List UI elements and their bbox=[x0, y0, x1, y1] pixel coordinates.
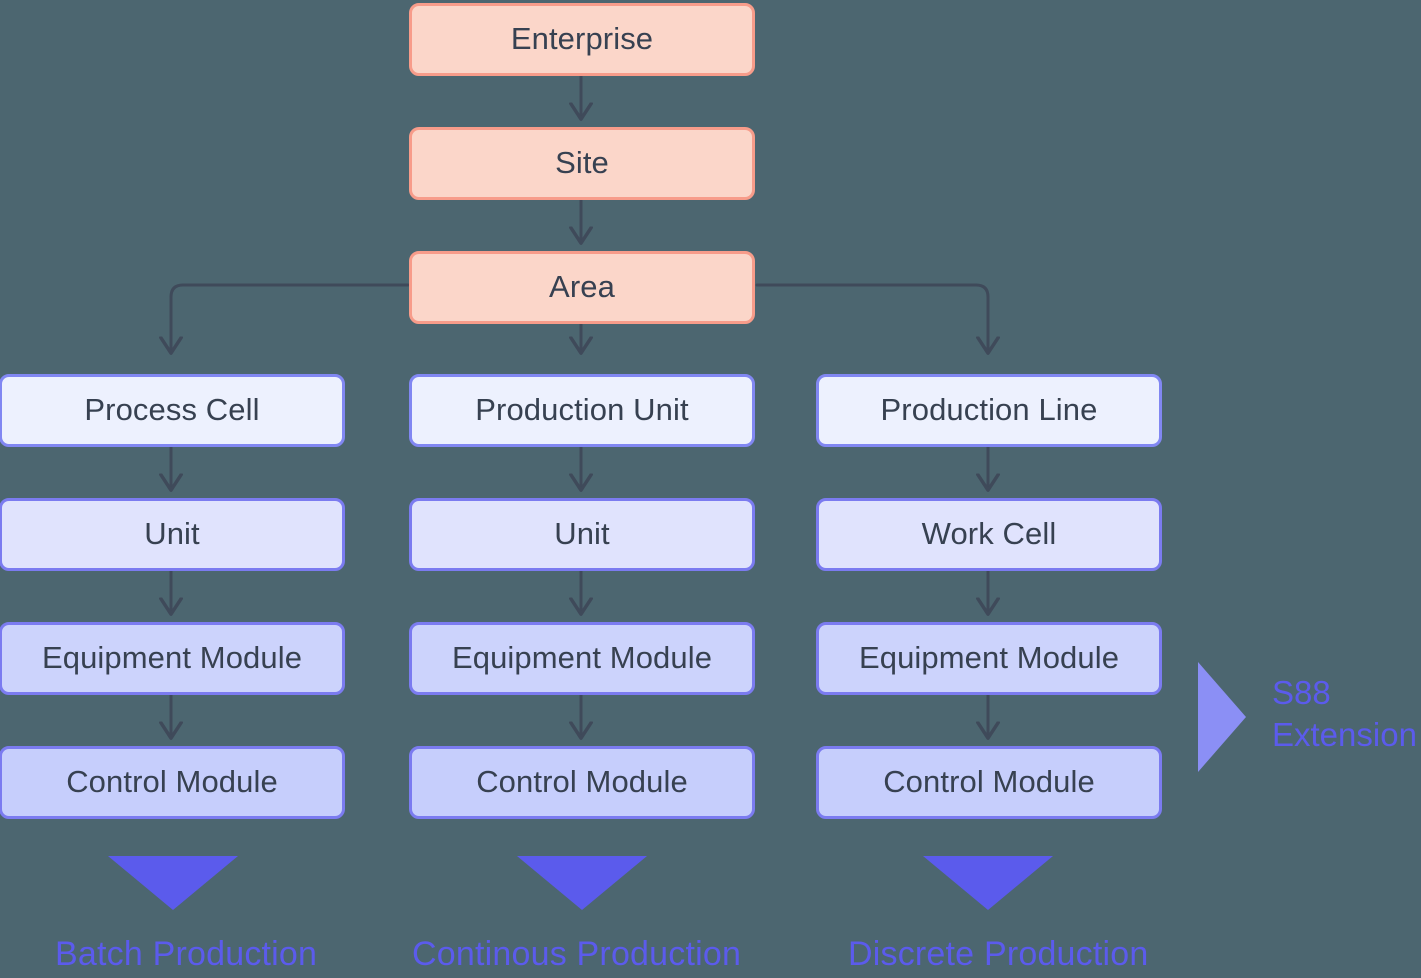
node-area[interactable]: Area bbox=[409, 251, 755, 324]
node-process-cell[interactable]: Process Cell bbox=[0, 374, 345, 447]
node-equipment-module-batch[interactable]: Equipment Module bbox=[0, 622, 345, 695]
node-unit-batch-label: Unit bbox=[144, 516, 200, 552]
caption-batch-production: Batch Production bbox=[55, 935, 318, 973]
funnel-arrow-discrete bbox=[923, 856, 1053, 910]
node-control-module-batch[interactable]: Control Module bbox=[0, 746, 345, 819]
node-equipment-module-batch-label: Equipment Module bbox=[41, 640, 303, 676]
caption-continous-production: Continous Production bbox=[412, 935, 742, 973]
node-enterprise[interactable]: Enterprise bbox=[409, 3, 755, 76]
node-work-cell-label: Work Cell bbox=[921, 516, 1057, 552]
node-work-cell[interactable]: Work Cell bbox=[816, 498, 1162, 571]
node-production-unit-label: Production Unit bbox=[475, 392, 689, 428]
node-site-label: Site bbox=[555, 145, 609, 181]
node-production-unit[interactable]: Production Unit bbox=[409, 374, 755, 447]
edge-area-process-cell bbox=[171, 283, 410, 352]
funnel-arrow-continous bbox=[517, 856, 647, 910]
s88-extension-label: S88 Extension bbox=[1272, 672, 1417, 756]
node-equipment-module-continous[interactable]: Equipment Module bbox=[409, 622, 755, 695]
s88-extension-line1: S88 bbox=[1272, 674, 1331, 711]
node-control-module-discrete[interactable]: Control Module bbox=[816, 746, 1162, 819]
node-unit-batch[interactable]: Unit bbox=[0, 498, 345, 571]
node-control-module-batch-label: Control Module bbox=[66, 764, 278, 800]
node-enterprise-label: Enterprise bbox=[510, 21, 654, 57]
node-production-line[interactable]: Production Line bbox=[816, 374, 1162, 447]
node-control-module-continous-label: Control Module bbox=[476, 764, 688, 800]
node-control-module-discrete-label: Control Module bbox=[883, 764, 1095, 800]
s88-extension-arrow-icon bbox=[1198, 662, 1246, 772]
funnel-arrow-batch bbox=[108, 856, 238, 910]
edge-area-production-line bbox=[755, 283, 988, 352]
node-production-line-label: Production Line bbox=[880, 392, 1098, 428]
node-process-cell-label: Process Cell bbox=[84, 392, 260, 428]
caption-discrete-production: Discrete Production bbox=[848, 935, 1149, 973]
node-equipment-module-continous-label: Equipment Module bbox=[451, 640, 713, 676]
node-unit-continous-label: Unit bbox=[554, 516, 610, 552]
node-area-label: Area bbox=[549, 269, 615, 305]
node-control-module-continous[interactable]: Control Module bbox=[409, 746, 755, 819]
node-equipment-module-discrete-label: Equipment Module bbox=[858, 640, 1120, 676]
node-site[interactable]: Site bbox=[409, 127, 755, 200]
s88-extension-line2: Extension bbox=[1272, 716, 1417, 754]
node-unit-continous[interactable]: Unit bbox=[409, 498, 755, 571]
node-equipment-module-discrete[interactable]: Equipment Module bbox=[816, 622, 1162, 695]
